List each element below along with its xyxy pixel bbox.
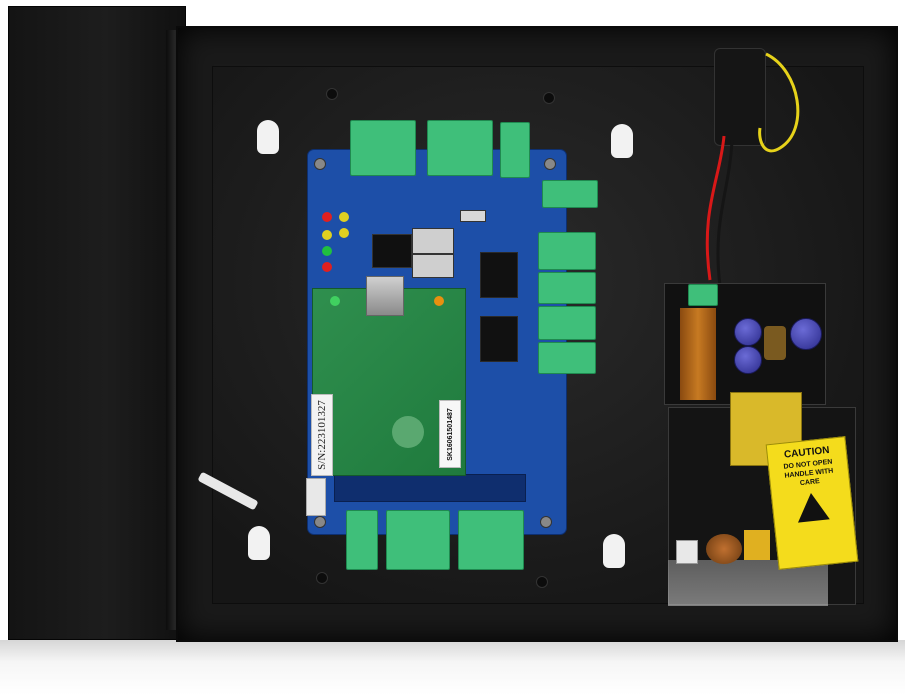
serial-number-label: S/N:223101327 (311, 394, 333, 476)
terminal-block (500, 122, 530, 178)
relay (480, 316, 518, 362)
enclosure-door (8, 6, 186, 640)
terminal-block (346, 510, 378, 570)
connector-strip (334, 474, 526, 502)
capacitor (734, 346, 762, 374)
terminal-block (458, 510, 524, 570)
sku-text: SK16061501487 (446, 407, 454, 461)
psu-terminal (688, 284, 718, 306)
power-wires (705, 52, 800, 287)
board-screw (314, 158, 326, 170)
crystal (460, 210, 486, 222)
knockout-hole (536, 576, 548, 588)
module-led (330, 296, 340, 306)
knockout-hole (326, 88, 338, 100)
terminal-block (538, 306, 596, 340)
terminal-block (538, 342, 596, 374)
in-led (322, 246, 332, 256)
warning-triangle-icon (795, 491, 830, 523)
terminal-block (542, 180, 598, 208)
knockout-hole (543, 92, 555, 104)
terminal-block (350, 120, 416, 176)
relay (480, 252, 518, 298)
board-screw (544, 158, 556, 170)
caution-text: DO NOT OPEN HANDLE WITH CARE (783, 458, 834, 487)
microcontroller-chip (372, 234, 412, 268)
sys-led (322, 230, 332, 240)
mounting-hole-icon (611, 124, 633, 158)
module-led (434, 296, 444, 306)
psu-terminal-strip (680, 308, 716, 400)
floor-reflection (0, 640, 905, 695)
rj45-port (366, 276, 404, 316)
power-led (322, 212, 332, 222)
status-led (339, 212, 349, 222)
status-led (339, 228, 349, 238)
knockout-hole (316, 572, 328, 584)
white-connector (306, 478, 326, 516)
mounting-hole-icon (603, 534, 625, 568)
terminal-block (386, 510, 450, 570)
capacitor (790, 318, 822, 350)
capacitor (734, 318, 762, 346)
terminal-block (427, 120, 493, 176)
board-screw (540, 516, 552, 528)
mounting-hole-icon (257, 120, 279, 154)
power-supply-mount-plate (668, 560, 828, 606)
tamper-switch-terminal (714, 48, 766, 146)
caution-label: CAUTION DO NOT OPEN HANDLE WITH CARE (765, 436, 859, 570)
err-led (322, 262, 332, 272)
inductor (764, 326, 786, 360)
filter-capacitor (744, 530, 770, 560)
regulator (412, 254, 454, 278)
sku-label: SK16061501487 (439, 400, 461, 468)
terminal-block (538, 272, 596, 304)
module-pad (392, 416, 424, 448)
coil (706, 534, 742, 564)
caution-title: CAUTION (783, 444, 830, 461)
board-screw (314, 516, 326, 528)
input-connector (676, 540, 698, 564)
mounting-hole-icon (248, 526, 270, 560)
terminal-block (538, 232, 596, 270)
serial-number-text: S/N:223101327 (316, 400, 328, 470)
regulator (412, 228, 454, 254)
